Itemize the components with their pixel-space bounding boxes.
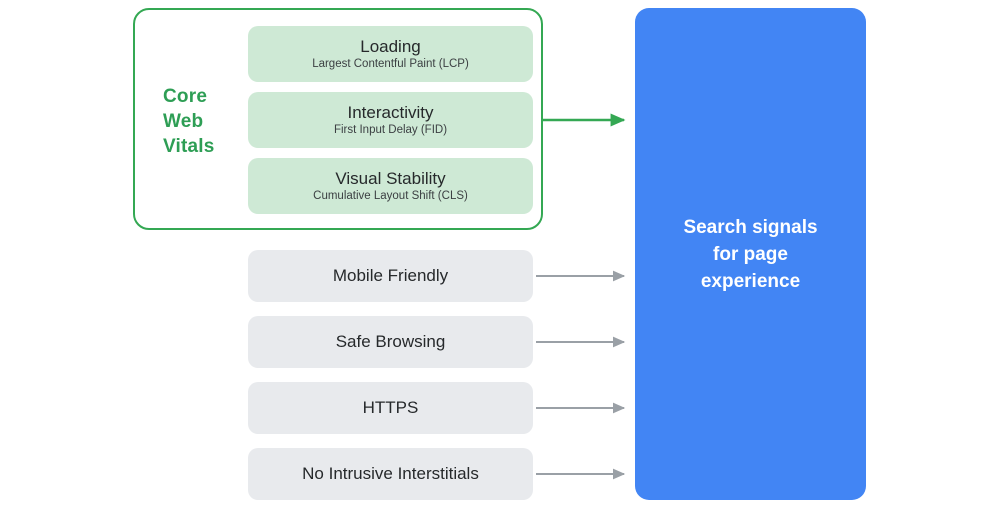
vital-card-subtitle: Cumulative Layout Shift (CLS)	[313, 190, 468, 202]
search-signals-panel: Search signals for page experience	[635, 8, 866, 500]
vital-card-subtitle: First Input Delay (FID)	[333, 124, 448, 136]
search-signals-line-3: experience	[700, 270, 801, 292]
core-web-vitals-label-line-1: Core	[163, 86, 208, 107]
vital-card-title: Interactivity	[347, 103, 434, 122]
signal-box-label: HTTPS	[362, 398, 419, 417]
vital-card-title: Loading	[360, 37, 421, 56]
vital-card-title: Visual Stability	[335, 169, 446, 188]
search-signals-panel-label: Search signals for page experience	[661, 214, 841, 295]
vital-card-loading[interactable]: Loading Largest Contentful Paint (LCP)	[248, 26, 533, 82]
core-web-vitals-label-line-2: Web	[163, 111, 204, 132]
signal-box-label: No Intrusive Interstitials	[302, 464, 479, 483]
signal-box-no-intrusive-interstitials[interactable]: No Intrusive Interstitials	[248, 448, 533, 500]
core-web-vitals-label-line-3: Vitals	[163, 136, 215, 157]
vital-card-subtitle: Largest Contentful Paint (LCP)	[312, 58, 469, 70]
core-web-vitals-group-label: Core Web Vitals	[163, 84, 245, 159]
vital-card-interactivity[interactable]: Interactivity First Input Delay (FID)	[248, 92, 533, 148]
signal-box-mobile-friendly[interactable]: Mobile Friendly	[248, 250, 533, 302]
signal-box-label: Safe Browsing	[335, 332, 446, 351]
vital-card-visual-stability[interactable]: Visual Stability Cumulative Layout Shift…	[248, 158, 533, 214]
search-signals-line-1: Search signals	[683, 216, 818, 238]
signal-box-https[interactable]: HTTPS	[248, 382, 533, 434]
search-signals-line-2: for page	[713, 243, 788, 265]
signal-box-safe-browsing[interactable]: Safe Browsing	[248, 316, 533, 368]
signal-box-label: Mobile Friendly	[332, 266, 449, 285]
